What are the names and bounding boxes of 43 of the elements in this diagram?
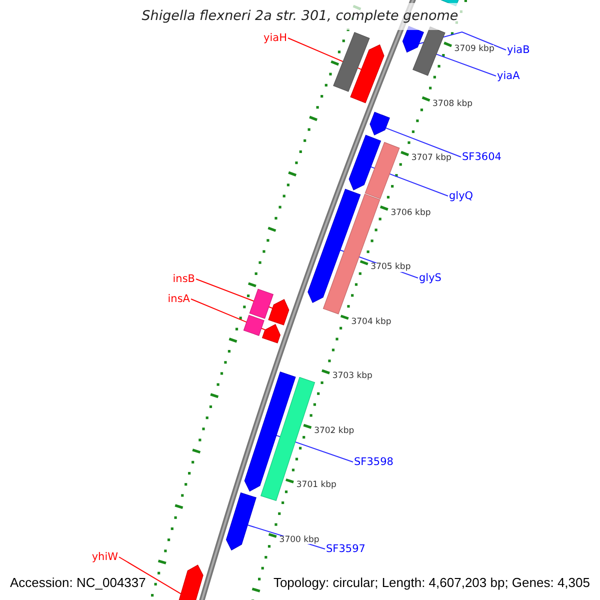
scale-label: 3709 kbp: [454, 45, 494, 54]
gene-label: SF3604: [462, 152, 502, 162]
info-text: Accession: NC_004337: [10, 576, 146, 589]
gene-feature: [348, 134, 382, 190]
gene-label: glyS: [419, 272, 442, 284]
scale-label: 3707 kbp: [411, 154, 452, 163]
scale-label: 3702 kbp: [314, 426, 354, 436]
gene-feature: [402, 26, 424, 53]
gene-feature: [268, 298, 290, 326]
gene-feature: [249, 288, 274, 319]
scale-label: 3704 kbp: [351, 318, 392, 326]
gene-feature: [226, 492, 256, 550]
scale-label: 3706 kbp: [390, 208, 431, 218]
leader-line: [385, 127, 462, 158]
gene-label: yiaA: [497, 70, 520, 82]
scale-label: 3705 kbp: [370, 263, 411, 272]
leader-line: [118, 556, 182, 594]
scale-label: 3701 kbp: [296, 481, 336, 490]
gene-label: SF3598: [354, 456, 394, 468]
gene-feature: [350, 44, 384, 104]
gene-feature: [412, 26, 446, 76]
scale-label: 3708 kbp: [432, 100, 473, 108]
leader-line: [190, 298, 266, 330]
map-title: Shigella flexneri 2a str. 301, complete genome: [142, 10, 458, 24]
gene-feature: [243, 314, 264, 336]
gene-label: SF3597: [326, 544, 366, 554]
gene-feature: [364, 142, 400, 200]
gene-feature: [262, 324, 281, 344]
gene-label: yiaB: [507, 44, 530, 56]
info-text: Topology: circular; Length: 4,607,203 bp; Genes: 4,305: [273, 576, 590, 589]
gene-label: insB: [172, 274, 195, 284]
gene-feature: [333, 32, 370, 92]
gene-label: yiaH: [264, 32, 287, 44]
gene-label: glyQ: [449, 190, 474, 202]
leader-line: [436, 54, 496, 76]
gene-feature: [260, 376, 316, 501]
gene-feature: [370, 112, 390, 136]
gene-label: insA: [168, 294, 190, 304]
gene-feature: [308, 188, 361, 304]
scale-label: 3703 kbp: [332, 372, 372, 381]
scale-label: 3700 kbp: [279, 536, 320, 544]
gene-label: yhiW: [92, 552, 118, 562]
gene-feature: [244, 372, 296, 492]
